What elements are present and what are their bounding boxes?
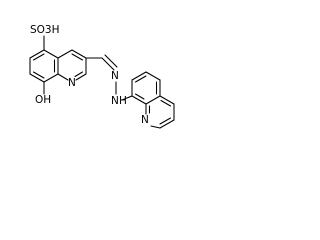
bond	[32, 53, 45, 61]
bond	[159, 117, 172, 125]
bond	[71, 53, 84, 61]
bond	[101, 57, 115, 71]
bond	[32, 71, 45, 79]
bond	[43, 49, 59, 59]
quinoline-nitrogen-label: N	[68, 77, 76, 89]
quinoline-ring-system	[131, 71, 175, 129]
bond	[57, 73, 69, 81]
bond	[43, 73, 59, 83]
bond	[29, 73, 45, 83]
bond	[104, 54, 118, 68]
hydroxyquinoline-ring-system	[29, 35, 87, 95]
bond	[131, 71, 147, 81]
bond	[145, 95, 161, 105]
hydrazone-hydrogen-label: H	[119, 95, 127, 107]
bond	[159, 95, 175, 105]
bond	[75, 73, 87, 81]
bond	[150, 125, 161, 129]
hydrazone-linker	[85, 54, 133, 101]
sulfonic-acid-label: SO3H	[30, 24, 60, 36]
bond	[71, 49, 87, 59]
hydrazone-nitrogen-label: N	[111, 70, 119, 82]
bond	[29, 49, 45, 59]
chemical-structure: SO3H OH N N N H	[29, 24, 175, 129]
bond	[121, 95, 133, 101]
hydrazone-nh-nitrogen-label: N	[111, 95, 119, 107]
quinoline-nitrogen-label: N	[141, 114, 149, 126]
bond	[57, 49, 73, 59]
bond	[159, 119, 175, 129]
bond	[145, 71, 161, 81]
bond	[134, 93, 145, 100]
hydroxyl-label: OH	[35, 94, 51, 106]
bond	[160, 99, 172, 107]
bond	[74, 71, 84, 78]
bond	[134, 75, 147, 83]
bond	[131, 95, 147, 105]
